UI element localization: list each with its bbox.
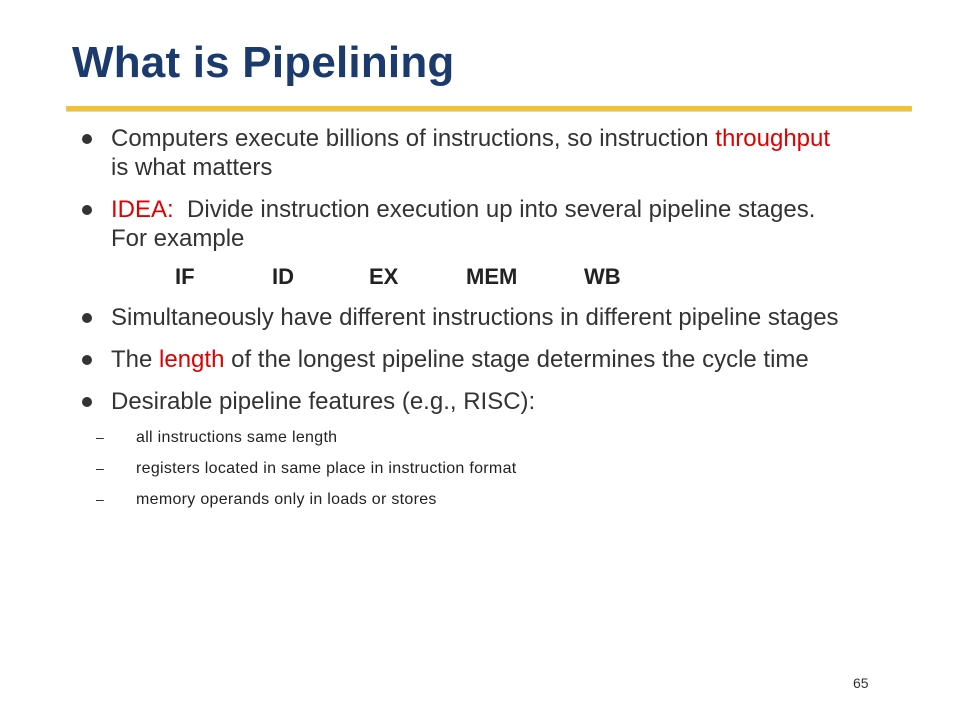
highlight-term: length [159,346,225,373]
slide-title: What is Pipelining [72,38,455,87]
sub-bullet-text: memory operands only in loads or stores [136,491,437,508]
stage-label: MEM [466,264,518,289]
bullet-item: Desirable pipeline features (e.g., RISC)… [82,387,842,416]
sub-bullet-text: all instructions same length [136,429,338,446]
bullet-text: IDEA: Divide instruction execution up in… [111,196,823,252]
bullet-item: Simultaneously have different instructio… [82,303,842,332]
dash-icon: – [96,491,104,507]
page-number: 65 [853,675,869,691]
sub-bullet-item: – all instructions same length [96,427,842,448]
bullet-dot-icon [82,134,92,144]
bullet-text: The length of the longest pipeline stage… [111,346,809,373]
sub-bullet-list: – all instructions same length – registe… [96,427,842,510]
highlight-term: throughput [715,125,831,152]
dash-icon: – [96,429,104,445]
bullet-dot-icon [82,397,92,407]
bullet-text: Simultaneously have different instructio… [111,304,839,331]
highlight-term: IDEA: [111,196,174,223]
sub-bullet-item: – registers located in same place in ins… [96,458,842,479]
stage-label: ID [272,264,294,289]
stage-label: IF [175,264,195,289]
bullet-item: The length of the longest pipeline stage… [82,345,842,374]
bullet-text: Computers execute billions of instructio… [111,125,831,181]
title-underline-shadow [66,111,912,112]
bullet-list: Computers execute billions of instructio… [82,124,842,520]
pipeline-stages: IF ID EX MEM WB [175,263,842,291]
bullet-item: Computers execute billions of instructio… [82,124,842,182]
bullet-dot-icon [82,313,92,323]
sub-bullet-item: – memory operands only in loads or store… [96,489,842,510]
dash-icon: – [96,460,104,476]
bullet-item: IDEA: Divide instruction execution up in… [82,195,842,253]
sub-bullet-text: registers located in same place in instr… [136,460,517,477]
stage-label: WB [584,264,621,289]
title-underline [66,106,912,111]
bullet-dot-icon [82,355,92,365]
stage-label: EX [369,264,399,289]
bullet-text: Desirable pipeline features (e.g., RISC)… [111,388,536,415]
bullet-dot-icon [82,205,92,215]
